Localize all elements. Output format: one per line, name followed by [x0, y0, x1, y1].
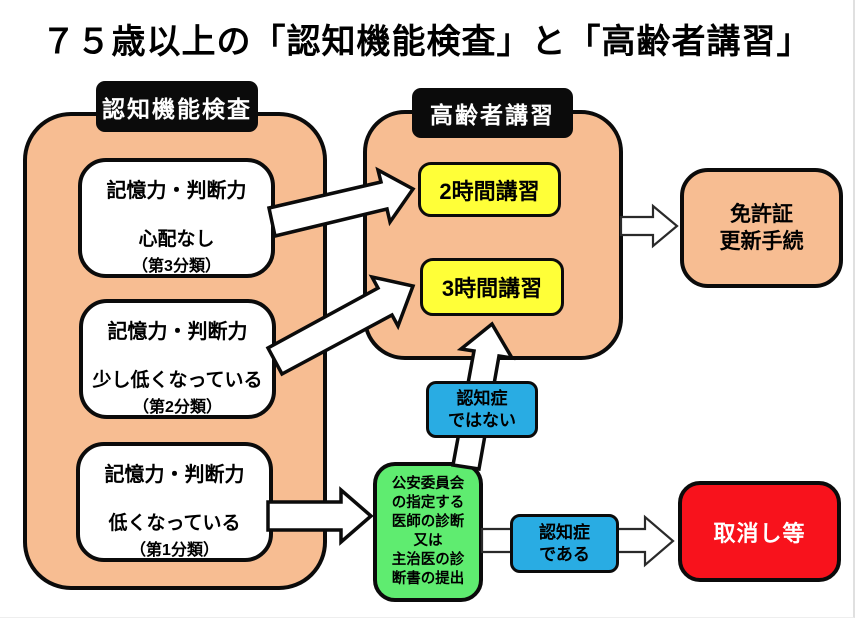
category3-class: （第3分類）: [132, 258, 221, 275]
cognitive-test-label: 認知機能検査: [96, 81, 258, 132]
category2-box: 記憶力・判断力 少し低くなっている （第2分類）: [79, 299, 276, 419]
doctor-line-1: 公安委員会: [391, 475, 465, 492]
senior-course-panel: [363, 110, 623, 360]
page-title: ７５歳以上の「認知機能検査」と「高齢者講習」: [41, 23, 812, 61]
doctor-diagnosis-box: 公安委員会 の指定する 医師の診断 又は 主治医の診 断書の提出: [373, 462, 483, 602]
category1-box: 記憶力・判断力 低くなっている （第1分類）: [76, 442, 273, 562]
category1-title: 記憶力・判断力: [104, 464, 245, 486]
license-renewal-box: 免許証 更新手続: [680, 168, 843, 288]
category3-result: 心配なし: [138, 229, 215, 250]
category2-class: （第2分類）: [133, 399, 222, 416]
course-3hour-box: 3時間講習: [420, 258, 564, 316]
course-2hour-box: 2時間講習: [418, 162, 561, 217]
license-renewal-line1: 免許証: [730, 202, 793, 226]
is-dementia-line1: 認知症: [539, 523, 590, 543]
doctor-line-4: 又は: [413, 533, 443, 549]
category2-result: 少し低くなっている: [92, 370, 263, 391]
category1-class: （第1分類）: [130, 542, 219, 559]
is-dementia-box: 認知症 である: [510, 514, 619, 573]
doctor-line-6: 断書の提出: [391, 571, 465, 588]
not-dementia-box: 認知症 ではない: [426, 381, 538, 438]
not-dementia-line2: ではない: [448, 410, 516, 430]
doctor-line-2: の指定する: [391, 494, 465, 511]
not-dementia-line1: 認知症: [456, 389, 508, 409]
senior-course-label: 高齢者講習: [412, 88, 573, 138]
doctor-line-5: 主治医の診: [391, 552, 465, 569]
arrow-course-to-renewal: [619, 203, 679, 249]
doctor-line-3: 医師の診断: [391, 513, 465, 530]
category3-title: 記憶力・判断力: [106, 180, 247, 202]
license-renewal-line2: 更新手続: [719, 230, 804, 253]
category3-box: 記憶力・判断力 心配なし （第3分類）: [78, 158, 275, 278]
category1-result: 低くなっている: [108, 513, 241, 534]
category2-title: 記憶力・判断力: [107, 321, 248, 343]
license-revocation-box: 取消し等: [678, 481, 841, 582]
is-dementia-line2: である: [539, 544, 590, 564]
